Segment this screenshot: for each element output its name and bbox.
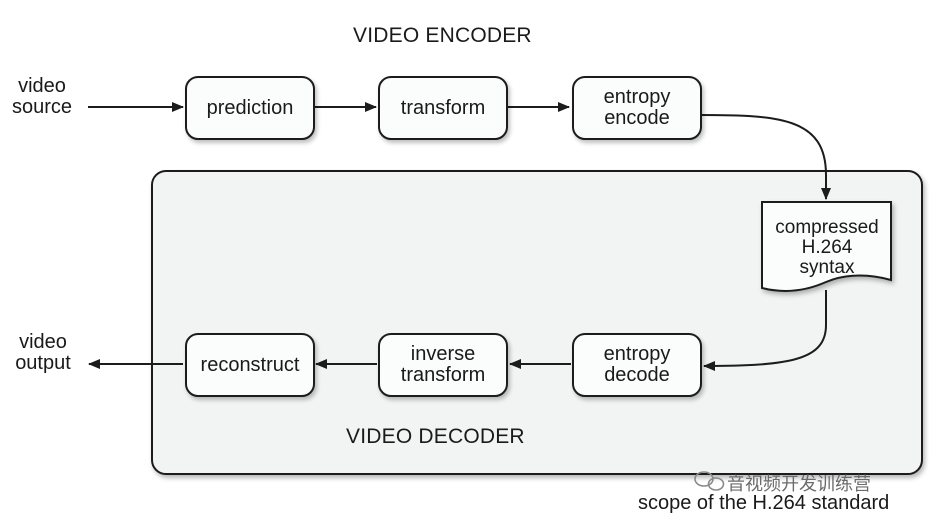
scope-label: scope of the H.264 standard <box>638 492 890 514</box>
prediction-block: prediction <box>185 76 315 140</box>
reconstruct-block: reconstruct <box>185 333 315 397</box>
arrow-bitstream-to-entropy-decode <box>703 290 827 371</box>
watermark-text: 音视频开发训练营 <box>727 474 871 494</box>
entropy-decode-block: entropy decode <box>572 333 702 397</box>
decoder-scope-region <box>151 170 923 475</box>
compressed-syntax-label: compressed H.264 syntax <box>775 217 879 278</box>
entropy-encode-block: entropy encode <box>572 76 702 140</box>
video-output-label: video output <box>15 331 71 374</box>
transform-block: transform <box>378 76 508 140</box>
chat-bubble-icon <box>694 471 725 491</box>
video-decoder-title: VIDEO DECODER <box>346 425 525 448</box>
video-source-label: video source <box>11 75 73 118</box>
compressed-syntax-document <box>761 201 892 292</box>
video-encoder-title: VIDEO ENCODER <box>353 24 532 47</box>
inverse-transform-block: inverse transform <box>378 333 508 397</box>
arrow-encode-to-bitstream <box>699 114 831 200</box>
